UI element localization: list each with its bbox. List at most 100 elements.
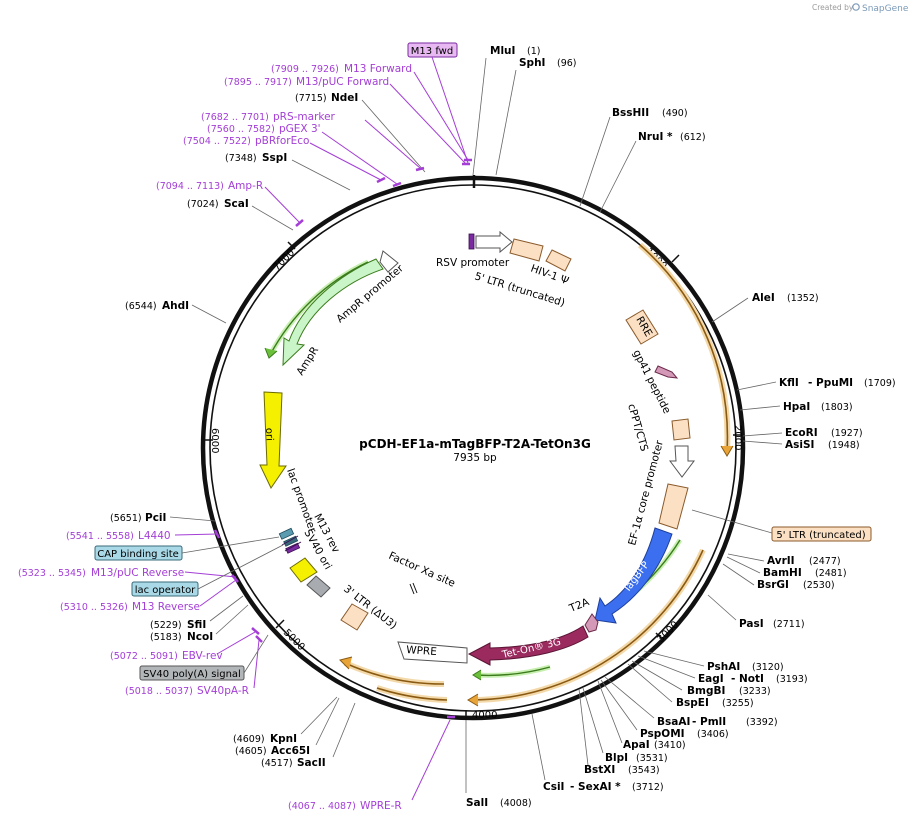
site-sexai-name: - SexAI * bbox=[570, 781, 621, 793]
site-alei[interactable]: AleI (1352) bbox=[711, 292, 819, 323]
site-bsrgi[interactable]: BsrGI (2530) bbox=[722, 563, 835, 591]
site-sphi[interactable]: SphI (96) bbox=[495, 57, 577, 176]
site-pasi[interactable]: PasI (2711) bbox=[707, 594, 805, 630]
primer-m13puc-forward-pos: (7895 .. 7917) bbox=[224, 77, 292, 88]
site-avrii-pos: (2477) bbox=[809, 556, 841, 567]
site-sali-name: SalI bbox=[466, 797, 488, 809]
site-sphi-name: SphI bbox=[519, 57, 545, 69]
site-sacii-pos: (4517) bbox=[261, 758, 293, 769]
site-kfli[interactable]: KflI - PpuMI (1709) bbox=[736, 377, 896, 391]
primer-wpre-r-pos: (4067 .. 4087) bbox=[288, 801, 356, 812]
primer-pbrforeco-pos: (7504 .. 7522) bbox=[183, 136, 251, 147]
site-blpi-name: BlpI bbox=[605, 752, 628, 764]
site-bsshii-pos: (490) bbox=[662, 108, 688, 119]
primer-m13-forward[interactable]: (7909 .. 7926) M13 Forward bbox=[271, 63, 472, 162]
site-sali[interactable]: SalI (4008) bbox=[465, 720, 532, 809]
primer-sv40pa-r[interactable]: (5018 .. 5037) SV40pA-R bbox=[125, 635, 263, 697]
site-blpi[interactable]: BlpI (3531) bbox=[582, 687, 668, 764]
site-sspi-pos: (7348) bbox=[225, 153, 257, 164]
primer-l4440[interactable]: (5541 .. 5558) L4440 bbox=[66, 529, 221, 542]
feature-3ltr[interactable]: 3' LTR (ΔU3) bbox=[340, 583, 399, 632]
sv40-polya-box[interactable]: SV40 poly(A) signal bbox=[139, 634, 269, 681]
site-pcii[interactable]: (5651) PciI bbox=[110, 512, 216, 524]
site-sfii[interactable]: (5229) SfiI bbox=[150, 595, 244, 631]
site-bsaai[interactable]: BsaAI - PmlI (3392) bbox=[604, 676, 778, 728]
primer-m13puc-reverse[interactable]: (5323 .. 5345) M13/pUC Reverse bbox=[18, 567, 239, 583]
ltr5-box[interactable]: 5' LTR (truncated) bbox=[771, 526, 872, 542]
site-bsshii[interactable]: BssHII (490) bbox=[579, 107, 688, 207]
primer-m13puc-reverse-pos: (5323 .. 5345) bbox=[18, 568, 86, 579]
site-mlui[interactable]: MluI (1) bbox=[472, 45, 540, 176]
primer-pgex3-name: pGEX 3' bbox=[279, 123, 321, 135]
orf-arc-left-2 bbox=[376, 685, 448, 703]
site-avrii[interactable]: AvrII (2477) bbox=[727, 553, 841, 567]
primer-ebv-rev[interactable]: (5072 .. 5091) EBV-rev bbox=[110, 627, 260, 662]
primer-pbrforeco[interactable]: (7504 .. 7522) pBRforEco bbox=[183, 135, 386, 184]
site-ncoi-pos: (5183) bbox=[150, 632, 182, 643]
primer-amp-r-name: Amp-R bbox=[228, 180, 263, 192]
feature-rre[interactable]: RRE bbox=[625, 309, 659, 345]
site-sspi[interactable]: (7348) SspI bbox=[225, 152, 351, 191]
site-bspei[interactable]: BspEI (3255) bbox=[627, 663, 754, 709]
site-sphi-pos: (96) bbox=[557, 58, 577, 69]
site-ndei-pos: (7715) bbox=[295, 93, 327, 104]
feature-teton3g[interactable]: Tet-On® 3G bbox=[467, 625, 589, 666]
site-pspomi[interactable]: PspOMI (3406) bbox=[600, 679, 729, 740]
site-eagi[interactable]: EagI - NotI (3193) bbox=[637, 655, 808, 685]
site-kpni[interactable]: (4609) KpnI bbox=[233, 696, 338, 745]
site-ahdi[interactable]: (6544) AhdI bbox=[125, 300, 227, 324]
primer-wpre-r[interactable]: (4067 .. 4087) WPRE-R bbox=[288, 715, 455, 812]
cap-binding-box[interactable]: CAP binding site bbox=[94, 536, 280, 561]
site-bsrgi-pos: (2530) bbox=[803, 580, 835, 591]
site-bmgbi-pos: (3233) bbox=[739, 686, 771, 697]
site-sacii[interactable]: (4517) SacII bbox=[261, 702, 356, 769]
site-ecori[interactable]: EcoRI (1927) bbox=[742, 427, 863, 439]
site-acc65i-pos: (4605) bbox=[235, 746, 267, 757]
feature-rsv-promoter[interactable]: RSV promoter bbox=[436, 230, 513, 269]
site-pshai-name: PshAI bbox=[707, 661, 740, 673]
site-asisi[interactable]: AsiSI (1948) bbox=[742, 439, 860, 451]
site-bspei-pos: (3255) bbox=[722, 698, 754, 709]
site-sali-pos: (4008) bbox=[500, 798, 532, 809]
primer-amp-r[interactable]: (7094 .. 7113) Amp-R bbox=[156, 180, 304, 227]
site-acc65i[interactable]: (4605) Acc65I bbox=[235, 697, 340, 757]
site-ahdi-name: AhdI bbox=[162, 300, 189, 312]
primer-m13-reverse-name: M13 Reverse bbox=[132, 601, 200, 613]
site-scai[interactable]: (7024) ScaI bbox=[187, 198, 294, 231]
feature-ef1a-arrow[interactable] bbox=[669, 445, 695, 478]
primer-m13puc-forward[interactable]: (7895 .. 7917) M13/pUC Forward bbox=[224, 76, 470, 166]
primer-ebv-rev-pos: (5072 .. 5091) bbox=[110, 651, 178, 662]
label-ori: ori bbox=[263, 428, 275, 442]
site-bamhi[interactable]: BamHI (2481) bbox=[726, 556, 847, 579]
site-ndei[interactable]: (7715) NdeI bbox=[295, 92, 426, 173]
site-hpai-name: HpaI bbox=[783, 401, 810, 413]
site-pspomi-pos: (3406) bbox=[697, 729, 729, 740]
orf-arc-lower-right bbox=[467, 548, 706, 707]
m13-fwd-box[interactable]: M13 fwd bbox=[407, 42, 458, 58]
primer-prs-marker[interactable]: (7682 .. 7701) pRS-marker bbox=[201, 111, 425, 172]
site-ncoi-name: NcoI bbox=[187, 631, 213, 643]
primer-prs-marker-name: pRS-marker bbox=[273, 111, 336, 123]
lac-operator-label: lac operator bbox=[135, 585, 196, 596]
feature-wpre[interactable]: WPRE bbox=[397, 641, 468, 664]
feature-ori[interactable]: ori bbox=[259, 391, 287, 489]
primer-pgex3[interactable]: (7560 .. 7582) pGEX 3' bbox=[207, 123, 402, 188]
site-nrui[interactable]: NruI * (612) bbox=[599, 131, 706, 213]
site-apai[interactable]: ApaI (3410) bbox=[597, 680, 686, 751]
credit-brand: SnapGene bbox=[862, 4, 909, 14]
credit-prefix: Created by bbox=[812, 3, 854, 12]
m13-fwd-leader bbox=[431, 56, 469, 164]
site-eagi-name: EagI bbox=[698, 673, 724, 685]
site-bmgbi[interactable]: BmgBI (3233) bbox=[631, 660, 771, 697]
site-pasi-name: PasI bbox=[739, 618, 764, 630]
site-csii[interactable]: CsiI - SexAI * (3712) bbox=[531, 713, 664, 793]
primer-m13-reverse[interactable]: (5310 .. 5326) M13 Reverse bbox=[60, 579, 237, 613]
lac-operator-box[interactable]: lac operator bbox=[131, 544, 284, 597]
site-bstxi[interactable]: BstXI (3543) bbox=[578, 688, 660, 776]
site-ncoi[interactable]: (5183) NcoI bbox=[150, 604, 249, 643]
site-hpai[interactable]: HpaI (1803) bbox=[739, 401, 853, 413]
site-bamhi-name: BamHI bbox=[763, 567, 802, 579]
site-pshai[interactable]: PshAI (3120) bbox=[643, 650, 784, 673]
site-sacii-name: SacII bbox=[297, 757, 326, 769]
